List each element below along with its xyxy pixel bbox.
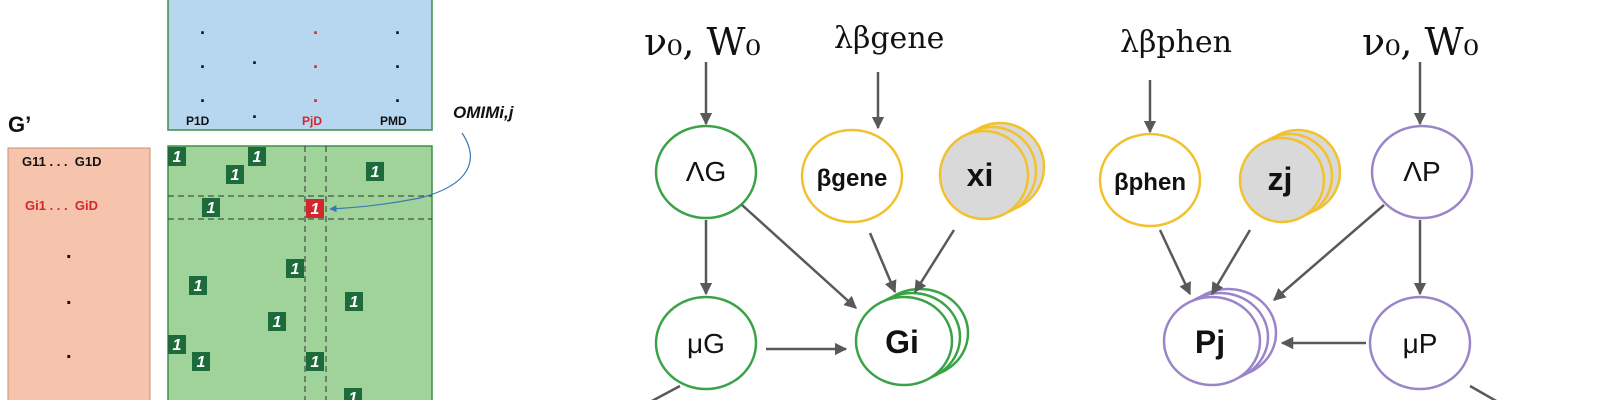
z-plate: [1238, 128, 1342, 224]
association-one: 1: [168, 335, 186, 354]
lambda-p-node: [1370, 124, 1474, 220]
p-plate: [1162, 287, 1278, 387]
z-j-label: zj: [1268, 161, 1293, 197]
edge-lambda-p-to-p: [1273, 204, 1385, 301]
svg-text:1: 1: [231, 167, 240, 184]
association-one: 1: [306, 352, 324, 371]
association-one: 1: [268, 312, 286, 331]
dot: .: [200, 18, 205, 38]
p-j-label: Pj: [1195, 324, 1225, 360]
association-one: 1: [345, 292, 363, 311]
mu-p-label: μP: [1403, 328, 1438, 359]
svg-text:1: 1: [311, 354, 320, 371]
svg-text:1: 1: [350, 294, 359, 311]
dot: .: [252, 48, 257, 68]
association-one: 1: [192, 352, 210, 371]
dot: .: [395, 86, 400, 106]
dot: .: [395, 18, 400, 38]
dot: .: [313, 18, 318, 38]
dot: .: [200, 52, 205, 72]
x-i-label: xi: [967, 157, 994, 193]
mu-g-label: μG: [687, 328, 725, 359]
association-one: 1: [344, 388, 362, 405]
dot: .: [200, 86, 205, 106]
mu-p-node: [1368, 295, 1472, 391]
beta-phen-node: [1098, 132, 1202, 228]
p-row-label-highlight: PjD: [302, 114, 322, 128]
svg-text:1: 1: [173, 337, 182, 354]
dot: .: [252, 102, 257, 122]
svg-text:1: 1: [371, 164, 380, 181]
edge-fragment-left: [649, 384, 681, 404]
g-i-label: Gi: [885, 324, 919, 360]
association-one-highlight: 1: [306, 199, 324, 218]
dot: .: [313, 52, 318, 72]
association-one: 1: [189, 276, 207, 295]
association-one: 1: [168, 147, 186, 166]
association-one: 1: [366, 162, 384, 181]
association-one: 1: [226, 165, 244, 184]
edge-lambda-g-to-g: [741, 204, 857, 309]
association-one: 1: [286, 259, 304, 278]
dot: .: [395, 52, 400, 72]
omim-arrow: [329, 132, 471, 213]
hyper-nu-w-right: ν₀, W₀: [1362, 20, 1479, 64]
association-one: 1: [248, 147, 266, 166]
left-panel: . . . . . . . . . . . P1D PjD PMD G’ G11…: [7, 0, 515, 405]
svg-text:1: 1: [194, 278, 203, 295]
p-row-label-first: P1D: [186, 114, 210, 128]
phenotype-matrix-dots: . . . . . . . . . . .: [200, 18, 400, 122]
edge-beta-phen-to-p: [1158, 229, 1192, 296]
g-row-first: G11 . . . G1D: [22, 154, 101, 169]
hyper-lambda-phen: λβphen: [1120, 25, 1232, 60]
mu-g-node: [654, 295, 758, 391]
beta-gene-label: βgene: [817, 165, 888, 192]
svg-text:1: 1: [173, 149, 182, 166]
edge-x-to-g: [913, 229, 956, 294]
gene-matrix-dots: . . .: [66, 241, 72, 363]
edge-beta-gene-to-g: [868, 232, 897, 294]
edges: [649, 62, 1499, 404]
g-prime-label: G’: [8, 112, 31, 137]
omim-label: OMIMi,j: [453, 103, 515, 122]
highlight-guides: [168, 146, 432, 405]
dot: .: [66, 287, 72, 309]
svg-text:1: 1: [291, 261, 300, 278]
phenotype-matrix: [167, 0, 433, 131]
beta-phen-label: βphen: [1114, 169, 1186, 196]
dot: .: [313, 86, 318, 106]
hyper-nu-w-left: ν₀, W₀: [644, 20, 761, 64]
g-plate: [854, 287, 970, 387]
beta-gene-node: [800, 128, 904, 224]
lambda-g-label: ΛG: [686, 156, 726, 187]
right-panel: ν₀, W₀ λβgene λβphen ν₀, W₀: [644, 20, 1499, 404]
edge-z-to-p: [1210, 229, 1252, 296]
dot: .: [66, 241, 72, 263]
lambda-p-label: ΛP: [1403, 156, 1440, 187]
g-row-highlight: Gi1 . . . GiD: [25, 198, 98, 213]
association-one: 1: [202, 198, 220, 217]
svg-text:1: 1: [273, 314, 282, 331]
svg-text:1: 1: [349, 390, 358, 400]
svg-text:1: 1: [253, 149, 262, 166]
svg-text:1: 1: [197, 354, 206, 371]
edge-fragment-right: [1469, 384, 1499, 404]
p-row-label-last: PMD: [380, 114, 407, 128]
svg-text:1: 1: [311, 201, 320, 218]
hyper-lambda-gene: λβgene: [834, 21, 944, 56]
svg-text:1: 1: [207, 200, 216, 217]
dot: .: [66, 341, 72, 363]
lambda-g-node: [654, 124, 758, 220]
gene-feature-matrix: [7, 147, 151, 405]
x-plate: [938, 121, 1046, 221]
